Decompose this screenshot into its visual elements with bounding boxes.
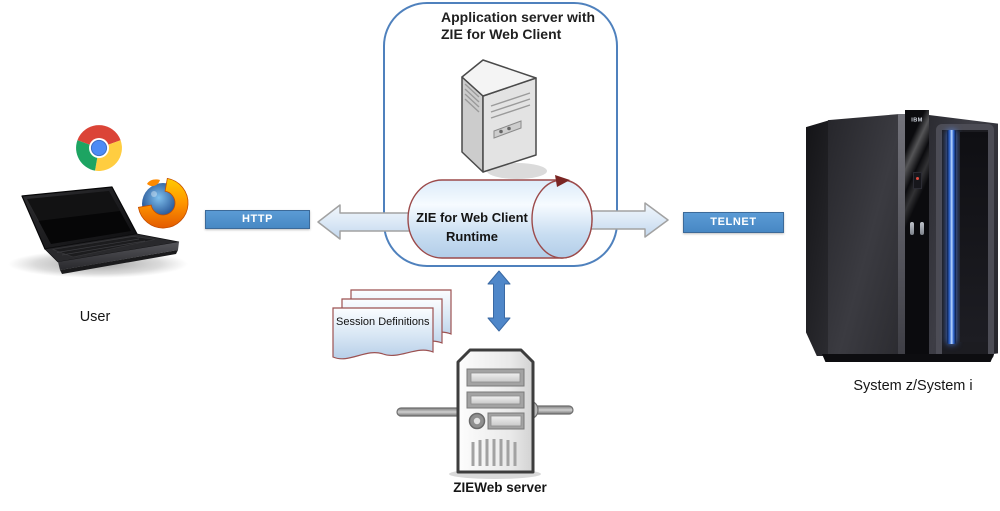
runtime-label-line2: Runtime (446, 229, 498, 244)
http-protocol-badge: HTTP (205, 210, 310, 229)
mainframe-blue-light-stripe (947, 130, 956, 344)
mainframe-door-handle (920, 222, 924, 235)
mainframe-door-highlight (898, 114, 905, 358)
server-tower-front-icon (396, 348, 574, 479)
mainframe-door-handle (910, 222, 914, 235)
mainframe-left-side-panel (806, 120, 830, 356)
mainframe-base (822, 354, 994, 362)
ibm-logo: IBM (911, 117, 923, 124)
user-label: User (79, 309, 111, 325)
mainframe-label: System z/System i (853, 378, 973, 394)
runtime-cylinder-icon (407, 175, 593, 259)
zieweb-server-label: ZIEWeb server (453, 480, 547, 495)
app-server-title-line1: Application server with (441, 9, 596, 25)
runtime-label-line1: ZIE for Web Client (416, 210, 528, 225)
mainframe-power-led (913, 172, 922, 189)
rotation-arrowhead-icon (555, 175, 570, 187)
session-definitions-label: Session Definitions (336, 316, 430, 328)
app-server-title: Application server with ZIE for Web Clie… (441, 9, 616, 42)
mainframe-inner-panel (960, 132, 988, 342)
runtime-label: ZIE for Web Client Runtime (408, 208, 536, 246)
document-stack-icon (332, 289, 452, 360)
firefox-icon (137, 177, 189, 229)
laptop-icon (8, 186, 188, 278)
server-tower-3d-icon (461, 59, 547, 179)
mainframe-icon: IBM (806, 110, 998, 362)
chrome-icon (76, 125, 122, 171)
mainframe-left-door (828, 114, 900, 358)
mainframe-center-column (905, 110, 929, 362)
up-down-arrow-icon (487, 270, 511, 332)
telnet-protocol-badge: TELNET (683, 212, 784, 233)
app-server-title-line2: ZIE for Web Client (441, 25, 562, 42)
